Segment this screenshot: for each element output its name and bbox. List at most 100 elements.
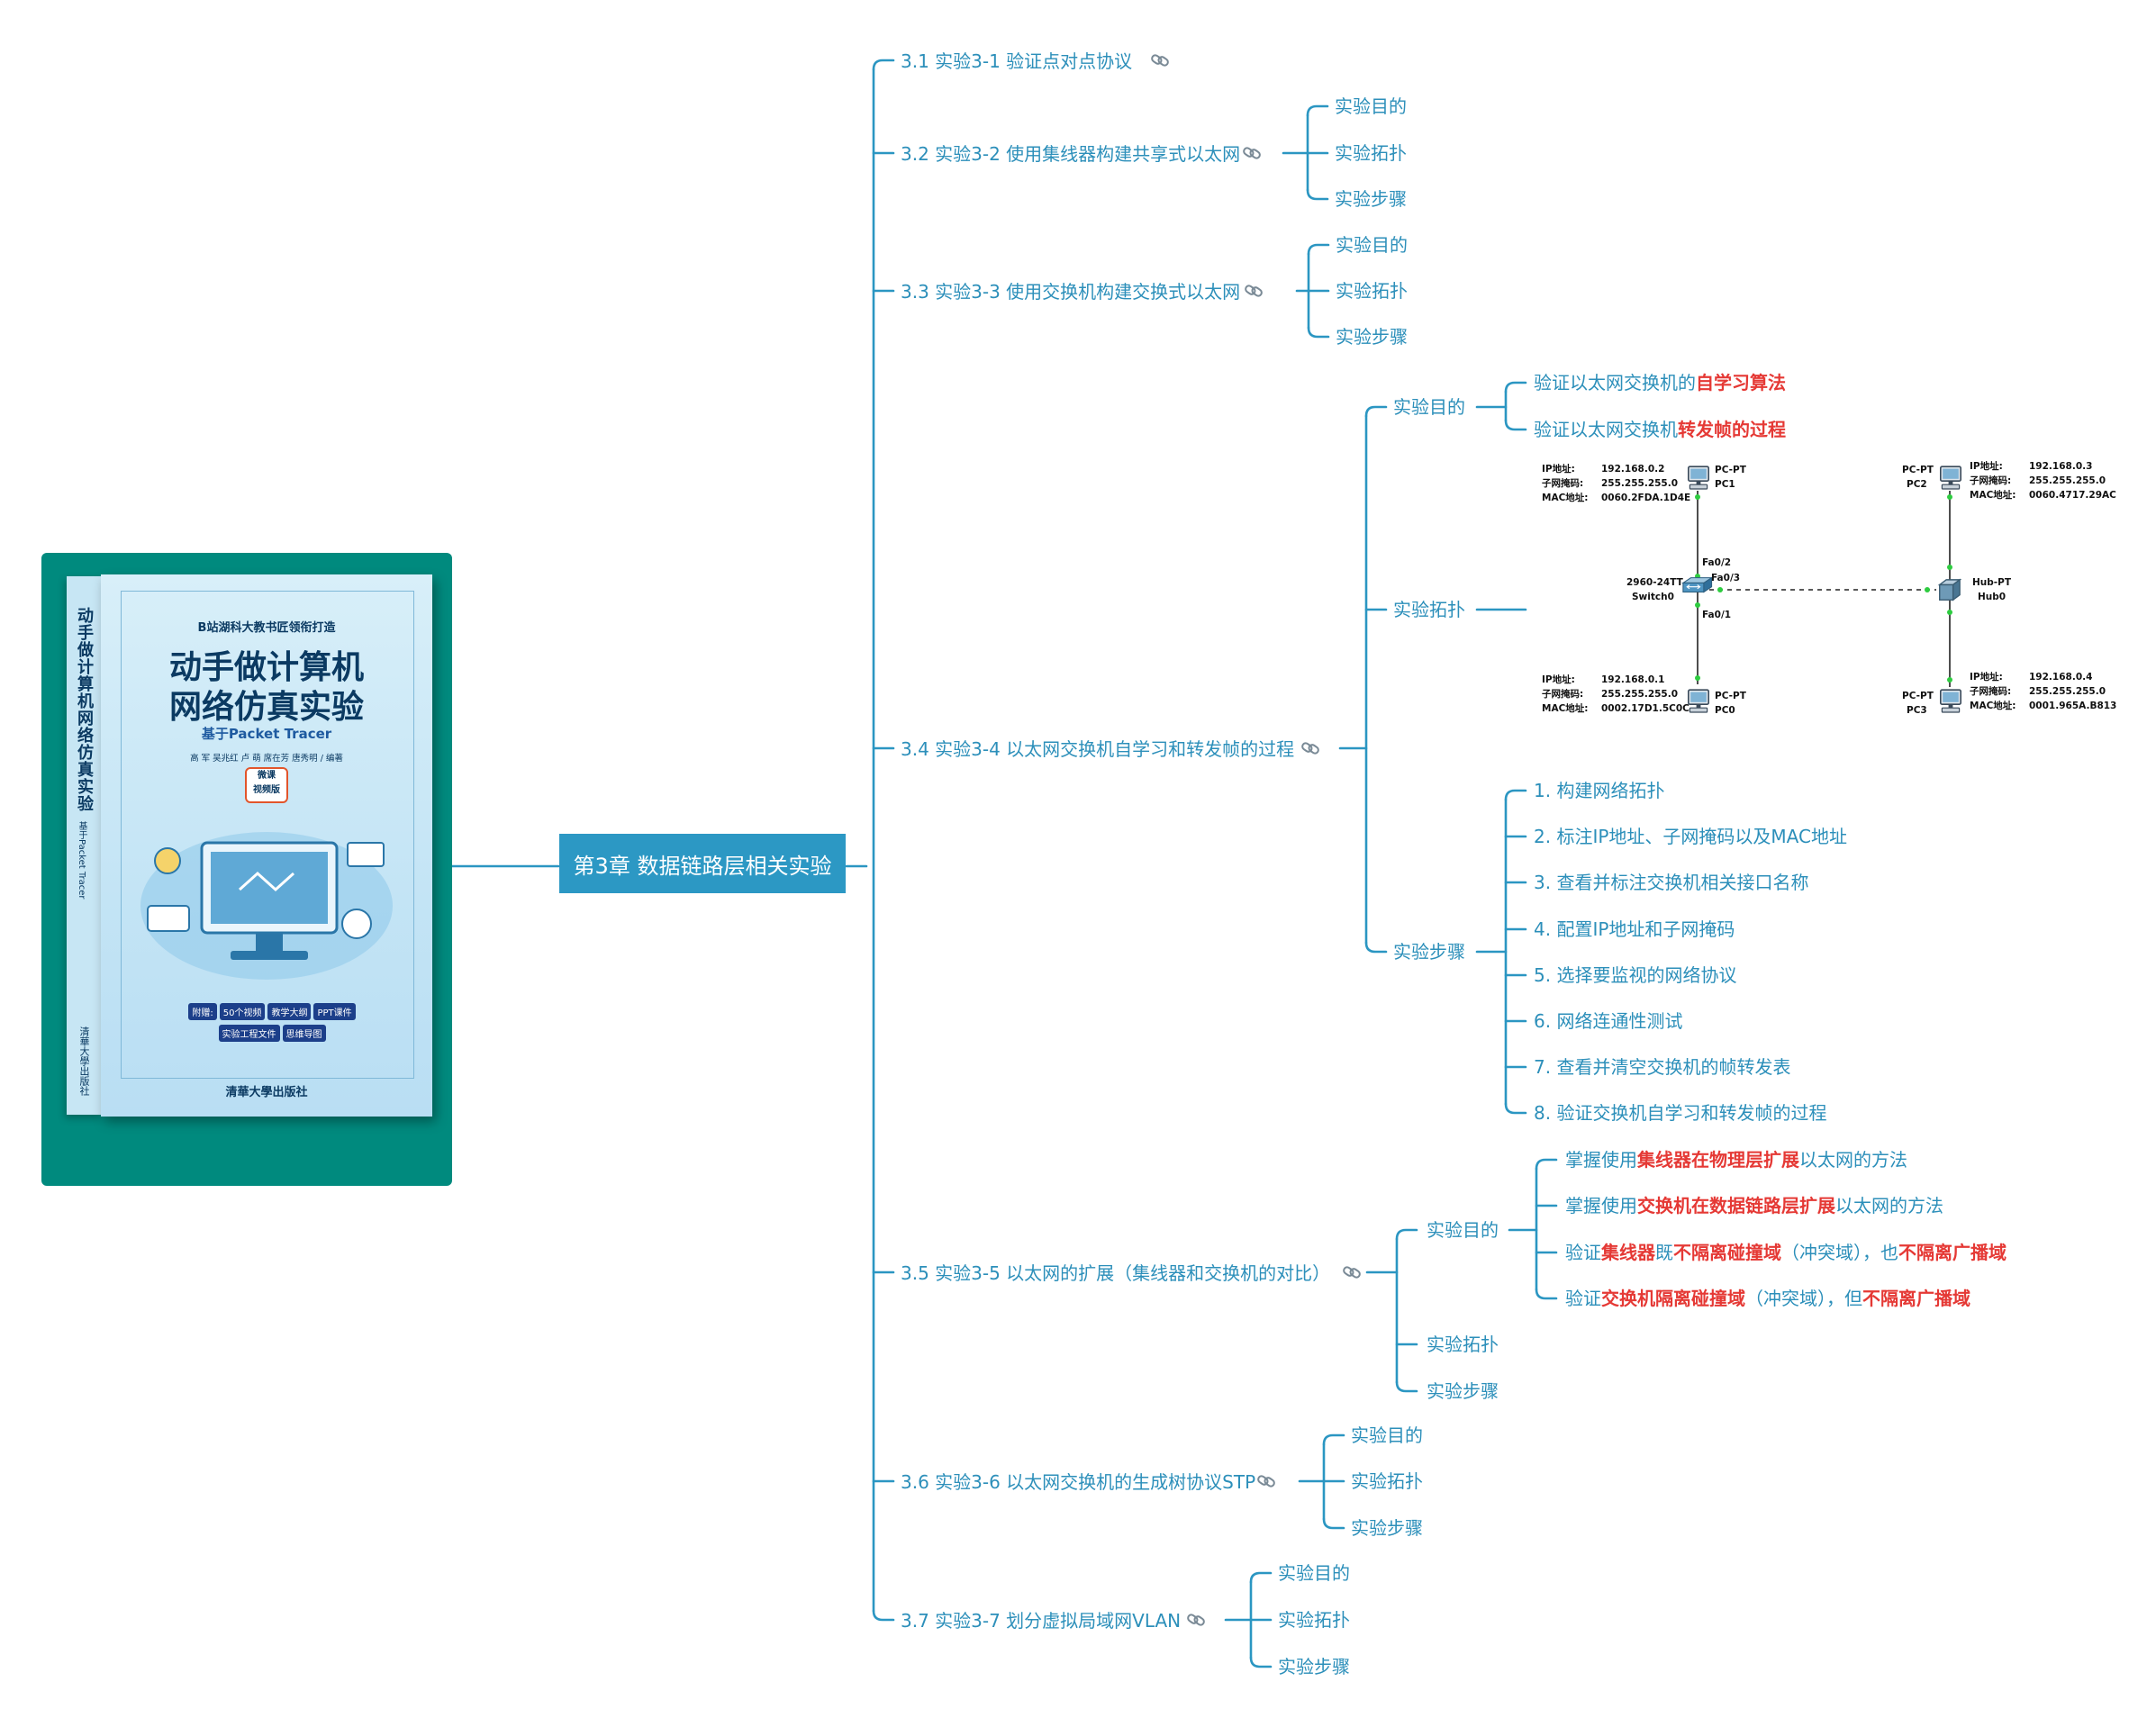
goal-text: （冲突域），但 <box>1745 1288 1862 1309</box>
sub-node-goal[interactable]: 实验目的 <box>1278 1562 1350 1584</box>
ip-value: 192.168.0.2 <box>1601 464 1664 475</box>
sub-node-goal[interactable]: 实验目的 <box>1335 95 1407 117</box>
step-item[interactable]: 8. 验证交换机自学习和转发帧的过程 <box>1534 1102 1826 1124</box>
extra-item: PPT课件 <box>313 1003 356 1020</box>
mask-label: 子网掩码: <box>1970 475 2011 486</box>
link-status-dot <box>1695 602 1700 608</box>
spine-publisher: 清華大學出版社 <box>78 1026 90 1096</box>
mac-label: MAC地址: <box>1970 489 2016 501</box>
step-item[interactable]: 4. 配置IP地址和子网掩码 <box>1534 918 1735 940</box>
goal-text: 掌握使用 <box>1565 1195 1637 1216</box>
spine-title: 动手做计算机网络仿真实验 <box>75 607 94 812</box>
goal-text: 验证以太网交换机的 <box>1534 372 1696 393</box>
mac-value: 0060.2FDA.1D4E <box>1601 493 1690 503</box>
sub-node-steps[interactable]: 实验步骤 <box>1335 188 1407 210</box>
highlight-text: 自学习算法 <box>1696 372 1786 393</box>
mask-label: 子网掩码: <box>1542 477 1583 489</box>
port-label: Fa0/3 <box>1711 573 1740 583</box>
sub-node-goal[interactable]: 实验目的 <box>1393 396 1465 418</box>
link-icon <box>1244 283 1264 299</box>
root-label: 第3章 数据链路层相关实验 <box>573 853 832 879</box>
port-label: Fa0/1 <box>1702 610 1731 620</box>
cover-title-line2: 网络仿真实验 <box>168 689 364 726</box>
link-status-dot <box>1925 587 1930 592</box>
sub-node-topology[interactable]: 实验拓扑 <box>1336 280 1408 302</box>
experiment-label[interactable]: 3.6 实验3-6 以太网交换机的生成树协议STP <box>901 1471 1255 1493</box>
mask-value: 255.255.255.0 <box>1601 689 1678 700</box>
sub-node-goal[interactable]: 实验目的 <box>1336 234 1408 256</box>
sub-node-topology[interactable]: 实验拓扑 <box>1393 599 1465 620</box>
cover-title-line1: 动手做计算机 <box>168 649 364 686</box>
goal-item[interactable]: 验证以太网交换机转发帧的过程 <box>1534 419 1786 440</box>
link-status-dot <box>1695 494 1700 500</box>
switch-model: 2960-24TT <box>1626 577 1684 588</box>
ip-label: IP地址: <box>1970 460 2003 472</box>
goal-item[interactable]: 验证交换机隔离碰撞域（冲突域），但不隔离广播域 <box>1565 1288 1970 1309</box>
step-item[interactable]: 1. 构建网络拓扑 <box>1534 780 1664 801</box>
pc-icon <box>1688 689 1709 713</box>
ip-value: 192.168.0.3 <box>2029 461 2092 472</box>
goal-text: 验证 <box>1565 1288 1601 1309</box>
mask-value: 255.255.255.0 <box>2029 475 2106 486</box>
sub-node-steps[interactable]: 实验步骤 <box>1393 941 1465 963</box>
book-cover-panel: 动手做计算机网络仿真实验 基于Packet Tracer 清華大學出版社 B站湖… <box>41 553 452 1186</box>
extra-item: 思维导图 <box>282 1025 326 1042</box>
cover-subtitle: 基于Packet Tracer <box>201 726 332 742</box>
switch-name: Switch0 <box>1632 592 1674 602</box>
root-node[interactable]: 第3章 数据链路层相关实验 <box>559 834 846 893</box>
ip-label: IP地址: <box>1542 463 1575 475</box>
step-item[interactable]: 3. 查看并标注交换机相关接口名称 <box>1534 872 1808 893</box>
experiment-label[interactable]: 3.7 实验3-7 划分虚拟局域网VLAN <box>901 1610 1181 1632</box>
goal-text: （冲突域），也 <box>1781 1242 1898 1263</box>
experiment-label[interactable]: 3.4 实验3-4 以太网交换机自学习和转发帧的过程 <box>901 738 1294 760</box>
connector-lines <box>450 59 1558 1668</box>
goal-item[interactable]: 掌握使用交换机在数据链路层扩展以太网的方法 <box>1565 1195 1943 1216</box>
device-name: PC1 <box>1715 479 1735 490</box>
sub-node-topology[interactable]: 实验拓扑 <box>1351 1470 1423 1492</box>
sub-node-topology[interactable]: 实验拓扑 <box>1278 1609 1350 1631</box>
node-labels: 3.1 实验3-1 验证点对点协议 3.2 实验3-2 使用集线器构建共享式以太网… <box>901 50 2007 1677</box>
goal-text: 验证以太网交换机 <box>1534 419 1678 440</box>
ip-label: IP地址: <box>1542 674 1575 685</box>
sub-node-steps[interactable]: 实验步骤 <box>1278 1656 1350 1677</box>
sub-node-topology[interactable]: 实验拓扑 <box>1335 142 1407 164</box>
sub-node-steps[interactable]: 实验步骤 <box>1336 326 1408 348</box>
highlight-text: 转发帧的过程 <box>1678 419 1786 440</box>
extras-prefix: 附赠: <box>188 1003 217 1020</box>
link-status-dot <box>1947 677 1952 683</box>
cover-authors: 高 军 吴兆红 卢 萌 席在芳 唐秀明 / 编著 <box>190 754 343 764</box>
link-status-dot <box>1947 565 1952 570</box>
extra-item: 50个视频 <box>219 1003 266 1020</box>
hub-name: Hub0 <box>1978 592 2006 602</box>
sub-node-topology[interactable]: 实验拓扑 <box>1427 1334 1499 1355</box>
goal-item[interactable]: 验证集线器既不隔离碰撞域（冲突域），也不隔离广播域 <box>1565 1242 2007 1263</box>
highlight-text: 集线器 <box>1600 1242 1656 1263</box>
experiment-label[interactable]: 3.3 实验3-3 使用交换机构建交换式以太网 <box>901 281 1240 303</box>
sub-node-goal[interactable]: 实验目的 <box>1351 1424 1423 1446</box>
device-type: PC-PT <box>1715 465 1747 475</box>
link-status-dot <box>1947 610 1952 615</box>
step-item[interactable]: 5. 选择要监视的网络协议 <box>1534 964 1736 986</box>
goal-item[interactable]: 掌握使用集线器在物理层扩展以太网的方法 <box>1565 1149 1907 1171</box>
goal-text: 以太网的方法 <box>1799 1149 1907 1171</box>
experiment-label[interactable]: 3.1 实验3-1 验证点对点协议 <box>901 50 1132 72</box>
link-status-dot <box>1947 494 1952 500</box>
highlight-text: 集线器在物理层扩展 <box>1636 1149 1799 1171</box>
cover-publisher: 清華大學出版社 <box>225 1086 308 1099</box>
step-item[interactable]: 2. 标注IP地址、子网掩码以及MAC地址 <box>1534 826 1847 847</box>
cover-illustration <box>140 832 393 980</box>
link-status-dot <box>1717 587 1723 592</box>
step-item[interactable]: 7. 查看并清空交换机的帧转发表 <box>1534 1056 1790 1078</box>
sub-node-steps[interactable]: 实验步骤 <box>1351 1517 1423 1539</box>
ip-label: IP地址: <box>1970 671 2003 683</box>
sub-node-steps[interactable]: 实验步骤 <box>1427 1380 1499 1402</box>
step-item[interactable]: 6. 网络连通性测试 <box>1534 1010 1682 1032</box>
pc-icon <box>1688 466 1709 490</box>
goal-item[interactable]: 验证以太网交换机的自学习算法 <box>1534 372 1786 393</box>
switch-icon <box>1682 577 1713 593</box>
experiment-label[interactable]: 3.5 实验3-5 以太网的扩展（集线器和交换机的对比） <box>901 1262 1330 1284</box>
cover-frame <box>121 591 414 1079</box>
experiment-label[interactable]: 3.2 实验3-2 使用集线器构建共享式以太网 <box>901 143 1240 165</box>
sub-node-goal[interactable]: 实验目的 <box>1427 1219 1499 1241</box>
ip-value: 192.168.0.4 <box>2029 672 2092 683</box>
